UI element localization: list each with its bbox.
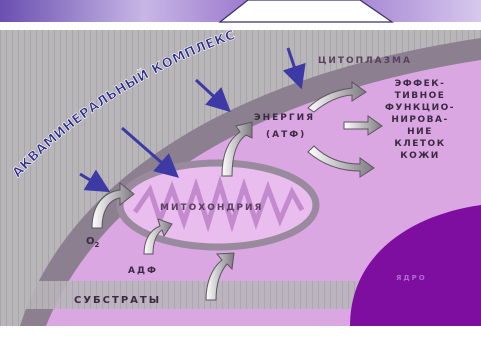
cytoplasm-label: ЦИТОПЛАЗМА [318, 56, 412, 66]
mitochondria-label: МИТОХОНДРИЯ [160, 203, 263, 213]
effect-label: ЭФФЕК- ТИВНОЕ ФУНКЦИО- НИРОВА- НИЕ КЛЕТО… [385, 79, 455, 161]
effect-line: ЭФФЕК- [395, 79, 446, 89]
adp-label: АДФ [128, 266, 158, 276]
effect-line: НИЕ [407, 127, 433, 137]
effect-line: КЛЕТОК [394, 139, 445, 149]
effect-line: ФУНКЦИО- [385, 103, 455, 113]
substrates-label: СУБСТРАТЫ [74, 295, 161, 306]
effect-line: ТИВНОЕ [395, 91, 446, 101]
nucleus-label: ЯДРО [396, 274, 427, 282]
o2-symbol: O [86, 236, 95, 247]
effect-line: КОЖИ [400, 151, 440, 161]
effect-line: НИРОВА- [391, 115, 448, 125]
energy-label-line1: ЭНЕРГИЯ [254, 113, 315, 123]
top-photo-strip [0, 0, 481, 22]
o2-subscript: 2 [95, 241, 100, 249]
energy-label-line2: (АТФ) [266, 130, 306, 140]
